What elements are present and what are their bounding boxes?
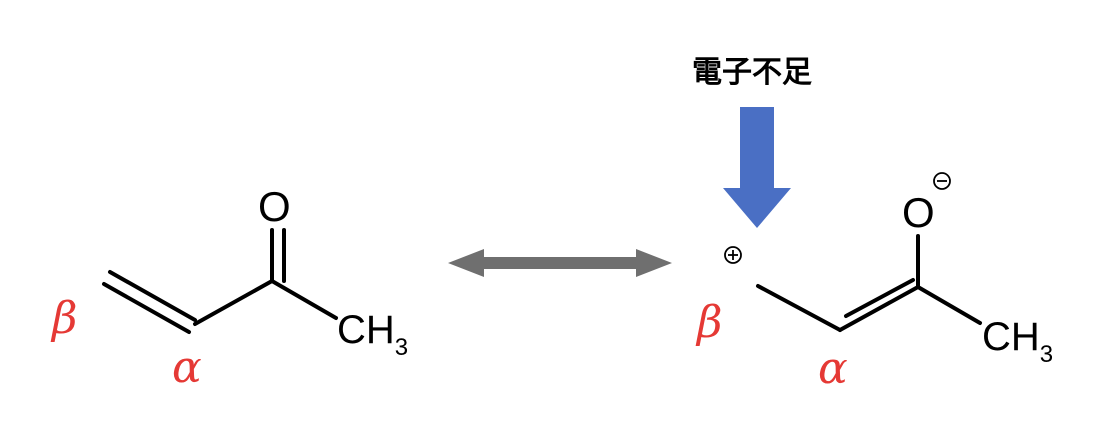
right-beta-label: β: [695, 297, 722, 348]
electron-deficient-arrow: [723, 107, 791, 228]
electron-deficient-label: 電子不足: [692, 55, 812, 90]
right-oxygen: O: [902, 189, 935, 236]
left-double-bond-inner: [102, 282, 191, 334]
right-alpha-label: α: [818, 343, 848, 394]
right-single-bond-beta-alpha: [756, 284, 842, 332]
right-structure: O CH3 β α: [695, 172, 1053, 394]
plus-charge-icon: [724, 246, 742, 264]
resonance-arrow-shape: [448, 249, 672, 277]
right-double-bond-outer: [838, 285, 920, 332]
right-bond-to-methyl: [916, 285, 982, 325]
right-double-bond-inner: [844, 278, 915, 318]
resonance-arrow: [448, 249, 672, 277]
left-bond-to-methyl: [270, 279, 338, 320]
left-single-bond-alpha-carbonyl: [193, 279, 274, 326]
left-methyl: CH3: [337, 308, 408, 361]
minus-charge-icon: [933, 172, 951, 190]
left-beta-label: β: [50, 293, 77, 344]
left-oxygen: O: [258, 183, 291, 230]
left-structure: O CH3 β α: [50, 183, 408, 393]
left-double-bond-outer: [108, 270, 197, 322]
left-alpha-label: α: [172, 342, 202, 393]
right-methyl: CH3: [982, 315, 1053, 368]
